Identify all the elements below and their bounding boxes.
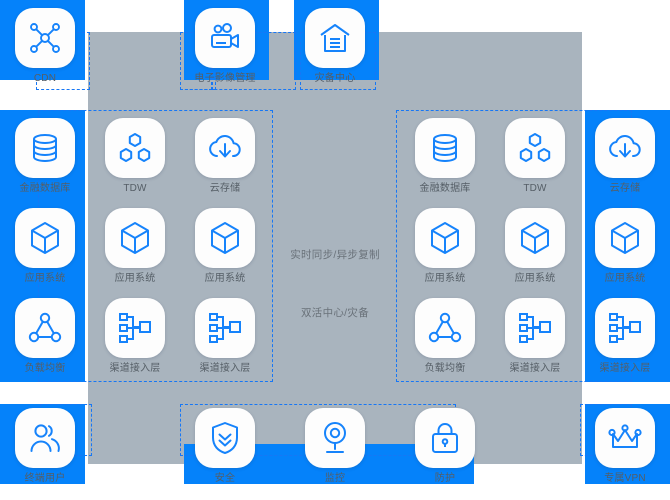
node-r-cos[interactable]: 云存储 — [594, 118, 656, 195]
node-label-cdn: CDN — [33, 73, 57, 84]
node-label-l-cos: 云存储 — [209, 183, 241, 194]
node-r-app2[interactable]: 应用系统 — [504, 208, 566, 285]
node-b-mon[interactable]: 监控 — [304, 408, 366, 485]
cloud-download-icon — [595, 118, 655, 178]
cube-icon — [15, 208, 75, 268]
node-l-lb[interactable]: 负载均衡 — [14, 298, 76, 375]
tree-nodes-icon — [105, 298, 165, 358]
node-label-r-tdw: TDW — [523, 183, 547, 194]
tree-nodes-icon — [595, 298, 655, 358]
node-label-r-ch2: 渠道接入层 — [599, 363, 651, 374]
shield-icon — [195, 408, 255, 468]
node-label-eim: 电子影像管理 — [194, 73, 256, 84]
node-drc[interactable]: 灾备中心 — [304, 8, 366, 85]
node-label-b-vpn: 专属VPN — [604, 473, 646, 484]
load-balance-icon — [15, 298, 75, 358]
hex-cluster-icon — [105, 118, 165, 178]
database-icon — [15, 118, 75, 178]
node-l-app1[interactable]: 应用系统 — [14, 208, 76, 285]
node-label-b-mon: 监控 — [324, 473, 346, 484]
node-l-ch2[interactable]: 渠道接入层 — [194, 298, 256, 375]
node-r-lb[interactable]: 负载均衡 — [414, 298, 476, 375]
node-label-r-app3: 应用系统 — [604, 273, 646, 284]
datacenter-slab — [88, 32, 582, 464]
cloud-download-icon — [195, 118, 255, 178]
load-balance-icon — [415, 298, 475, 358]
cube-icon — [415, 208, 475, 268]
sync-annotation-primary: 实时同步/异步复制 — [290, 249, 380, 261]
node-l-db[interactable]: 金融数据库 — [14, 118, 76, 195]
monitor-icon — [305, 408, 365, 468]
node-r-ch1[interactable]: 渠道接入层 — [504, 298, 566, 375]
node-label-r-ch1: 渠道接入层 — [509, 363, 561, 374]
node-l-tdw[interactable]: TDW — [104, 118, 166, 195]
node-l-cos[interactable]: 云存储 — [194, 118, 256, 195]
node-r-db[interactable]: 金融数据库 — [414, 118, 476, 195]
node-label-l-ch2: 渠道接入层 — [199, 363, 251, 374]
cube-icon — [105, 208, 165, 268]
node-label-r-db: 金融数据库 — [419, 183, 471, 194]
node-label-l-lb: 负载均衡 — [24, 363, 66, 374]
video-camera-icon — [195, 8, 255, 68]
node-l-ch1[interactable]: 渠道接入层 — [104, 298, 166, 375]
sync-annotation-secondary: 双活中心/灾备 — [300, 307, 370, 319]
node-label-b-fw: 防护 — [434, 473, 456, 484]
database-icon — [415, 118, 475, 178]
node-label-drc: 灾备中心 — [314, 73, 356, 84]
node-label-l-tdw: TDW — [123, 183, 147, 194]
node-r-ch2[interactable]: 渠道接入层 — [594, 298, 656, 375]
node-label-l-app2: 应用系统 — [114, 273, 156, 284]
tree-nodes-icon — [195, 298, 255, 358]
node-b-user[interactable]: 终端用户 — [14, 408, 76, 485]
node-b-vpn[interactable]: 专属VPN — [594, 408, 656, 485]
node-r-app1[interactable]: 应用系统 — [414, 208, 476, 285]
node-l-app2[interactable]: 应用系统 — [104, 208, 166, 285]
node-eim[interactable]: 电子影像管理 — [194, 8, 256, 85]
node-label-r-cos: 云存储 — [609, 183, 641, 194]
node-l-app3[interactable]: 应用系统 — [194, 208, 256, 285]
node-r-tdw[interactable]: TDW — [504, 118, 566, 195]
node-cdn[interactable]: CDN — [14, 8, 76, 85]
node-label-l-ch1: 渠道接入层 — [109, 363, 161, 374]
node-label-b-user: 终端用户 — [24, 473, 66, 484]
node-label-r-app2: 应用系统 — [514, 273, 556, 284]
hex-cluster-icon — [505, 118, 565, 178]
users-icon — [15, 408, 75, 468]
lock-icon — [415, 408, 475, 468]
cube-icon — [505, 208, 565, 268]
cdn-network-icon — [15, 8, 75, 68]
node-label-l-db: 金融数据库 — [19, 183, 71, 194]
node-label-b-sec: 安全 — [214, 473, 236, 484]
cube-icon — [195, 208, 255, 268]
node-label-l-app1: 应用系统 — [24, 273, 66, 284]
node-b-fw[interactable]: 防护 — [414, 408, 476, 485]
node-label-r-lb: 负载均衡 — [424, 363, 466, 374]
crown-icon — [595, 408, 655, 468]
node-b-sec[interactable]: 安全 — [194, 408, 256, 485]
tree-nodes-icon — [505, 298, 565, 358]
node-label-l-app3: 应用系统 — [204, 273, 246, 284]
node-r-app3[interactable]: 应用系统 — [594, 208, 656, 285]
node-label-r-app1: 应用系统 — [424, 273, 466, 284]
warehouse-icon — [305, 8, 365, 68]
cube-icon — [595, 208, 655, 268]
